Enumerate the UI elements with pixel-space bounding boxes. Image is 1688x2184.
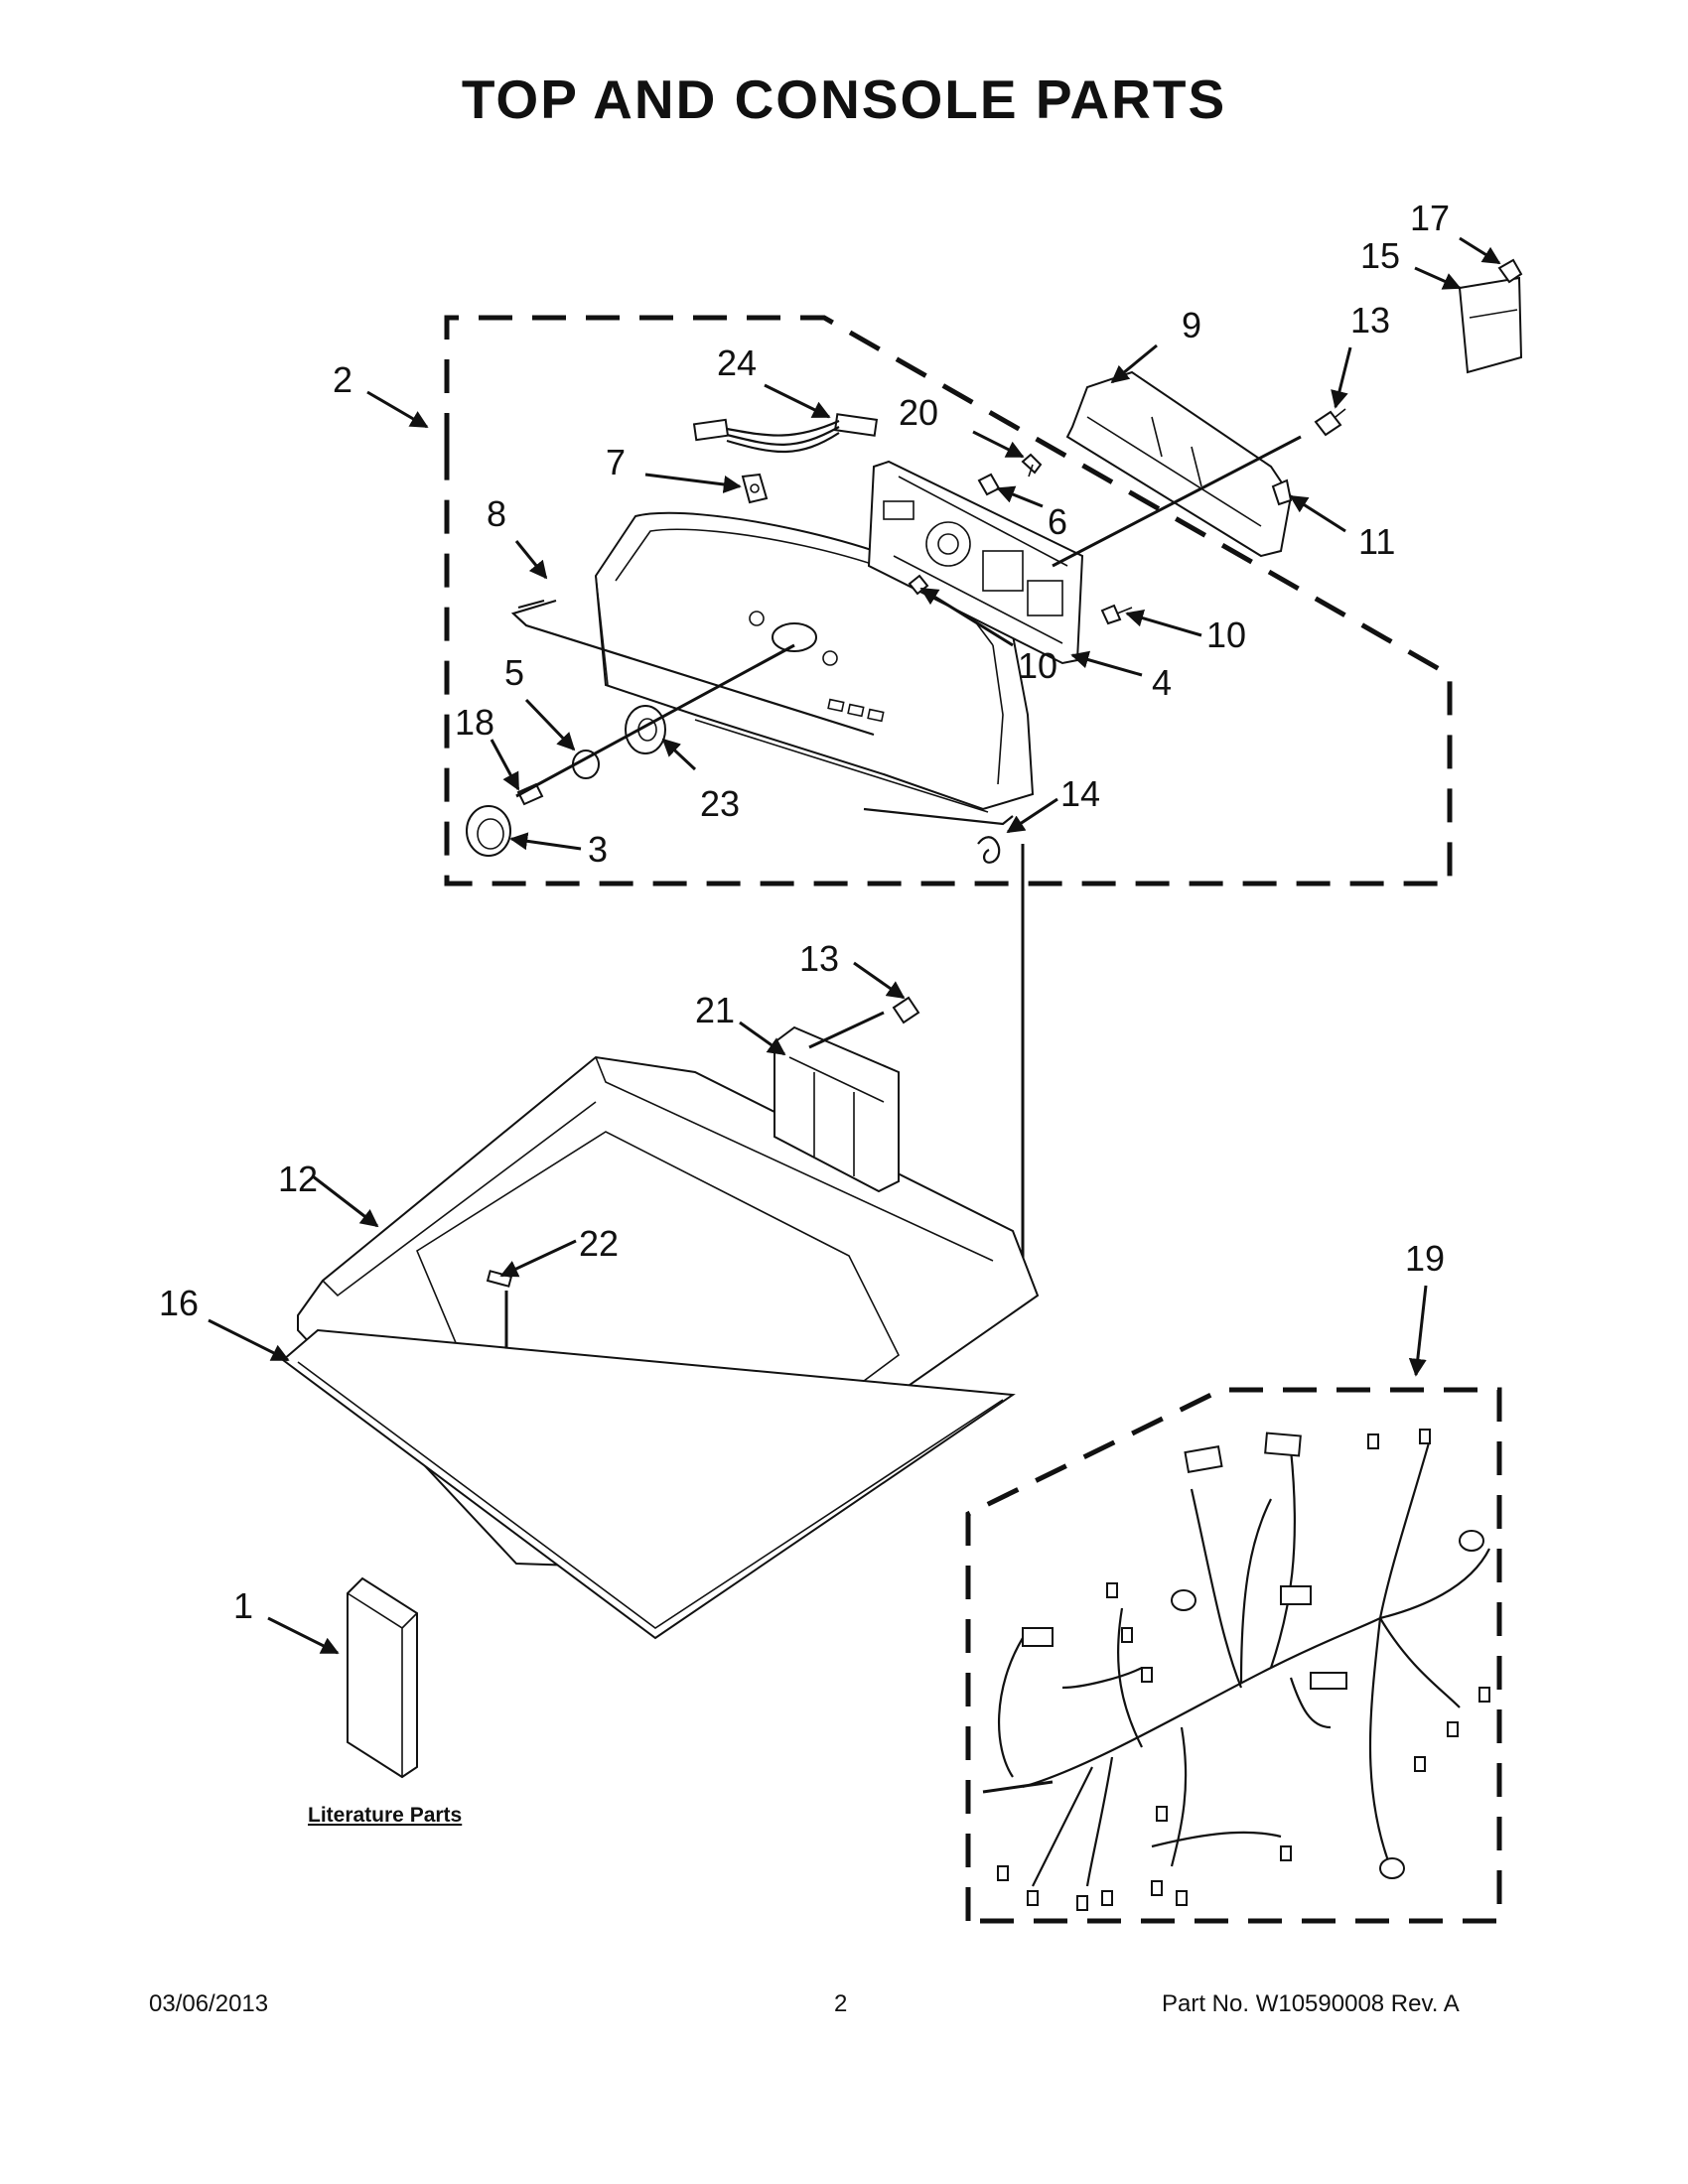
callout-10-left: 10 — [1018, 645, 1057, 686]
callout-8: 8 — [487, 493, 506, 534]
callout-19: 19 — [1405, 1238, 1445, 1279]
callout-9: 9 — [1182, 305, 1201, 345]
console-end-cap-9 — [1065, 370, 1293, 558]
console-assembly-outline — [444, 315, 1453, 887]
clip-14 — [977, 836, 1001, 864]
callout-6: 6 — [1048, 501, 1067, 542]
screw-20 — [1021, 453, 1043, 478]
knob-base-23 — [625, 705, 666, 754]
page-title: TOP AND CONSOLE PARTS — [461, 68, 1227, 130]
callout-14: 14 — [1060, 773, 1100, 814]
callout-20: 20 — [899, 392, 938, 433]
literature-parts-label: Literature Parts — [308, 1804, 462, 1827]
footer-part-number: Part No. W10590008 Rev. A — [1162, 1990, 1460, 2017]
knob-shaft-line — [515, 643, 795, 798]
board-line-9 — [1052, 435, 1302, 568]
callout-16: 16 — [159, 1283, 199, 1323]
callout-7: 7 — [606, 442, 626, 482]
knob-3 — [466, 805, 511, 857]
screw-13-upper — [1314, 408, 1346, 437]
bracket-clip-7 — [741, 473, 769, 504]
footer-page-number: 2 — [834, 1990, 848, 2017]
bracket-15 — [1458, 276, 1523, 374]
control-board-4 — [867, 460, 1084, 665]
clip-6 — [977, 473, 1001, 496]
callout-12: 12 — [278, 1159, 318, 1199]
wire-harness-24 — [692, 413, 879, 454]
callout-23: 23 — [700, 783, 740, 824]
wire-harness-19 — [997, 1429, 1490, 1911]
top-gasket-16 — [281, 1328, 1016, 1640]
callout-3: 3 — [588, 829, 608, 870]
callout-5: 5 — [504, 652, 524, 693]
callout-numbers: 2 24 7 8 9 20 13 15 17 6 11 10 10 4 5 18… — [159, 198, 1450, 1626]
callout-22: 22 — [579, 1223, 619, 1264]
lid-lock-21 — [774, 1025, 900, 1193]
callout-15: 15 — [1360, 235, 1400, 276]
lock-screw-line — [808, 1011, 885, 1049]
callout-21: 21 — [695, 990, 735, 1030]
callout-leaders — [208, 236, 1501, 1655]
callout-13-upper: 13 — [1350, 300, 1390, 341]
screw-10-front — [1100, 604, 1133, 625]
callout-11: 11 — [1358, 521, 1395, 562]
callout-17: 17 — [1410, 198, 1450, 238]
knob-spring-18 — [516, 782, 544, 806]
wire-harness-outline — [965, 1387, 1502, 1924]
callout-4: 4 — [1152, 662, 1172, 703]
callout-24: 24 — [717, 342, 757, 383]
harness-leader — [982, 1780, 1054, 1794]
screw-17 — [1497, 258, 1523, 284]
screw-13-lower — [892, 996, 920, 1024]
literature-parts-booklet — [347, 1576, 418, 1779]
footer-date: 03/06/2013 — [149, 1990, 269, 2017]
callout-1: 1 — [233, 1585, 253, 1626]
callout-10-right: 10 — [1206, 614, 1246, 655]
callout-13-lower: 13 — [799, 938, 839, 979]
callout-18: 18 — [455, 702, 494, 743]
callout-2: 2 — [333, 359, 352, 400]
